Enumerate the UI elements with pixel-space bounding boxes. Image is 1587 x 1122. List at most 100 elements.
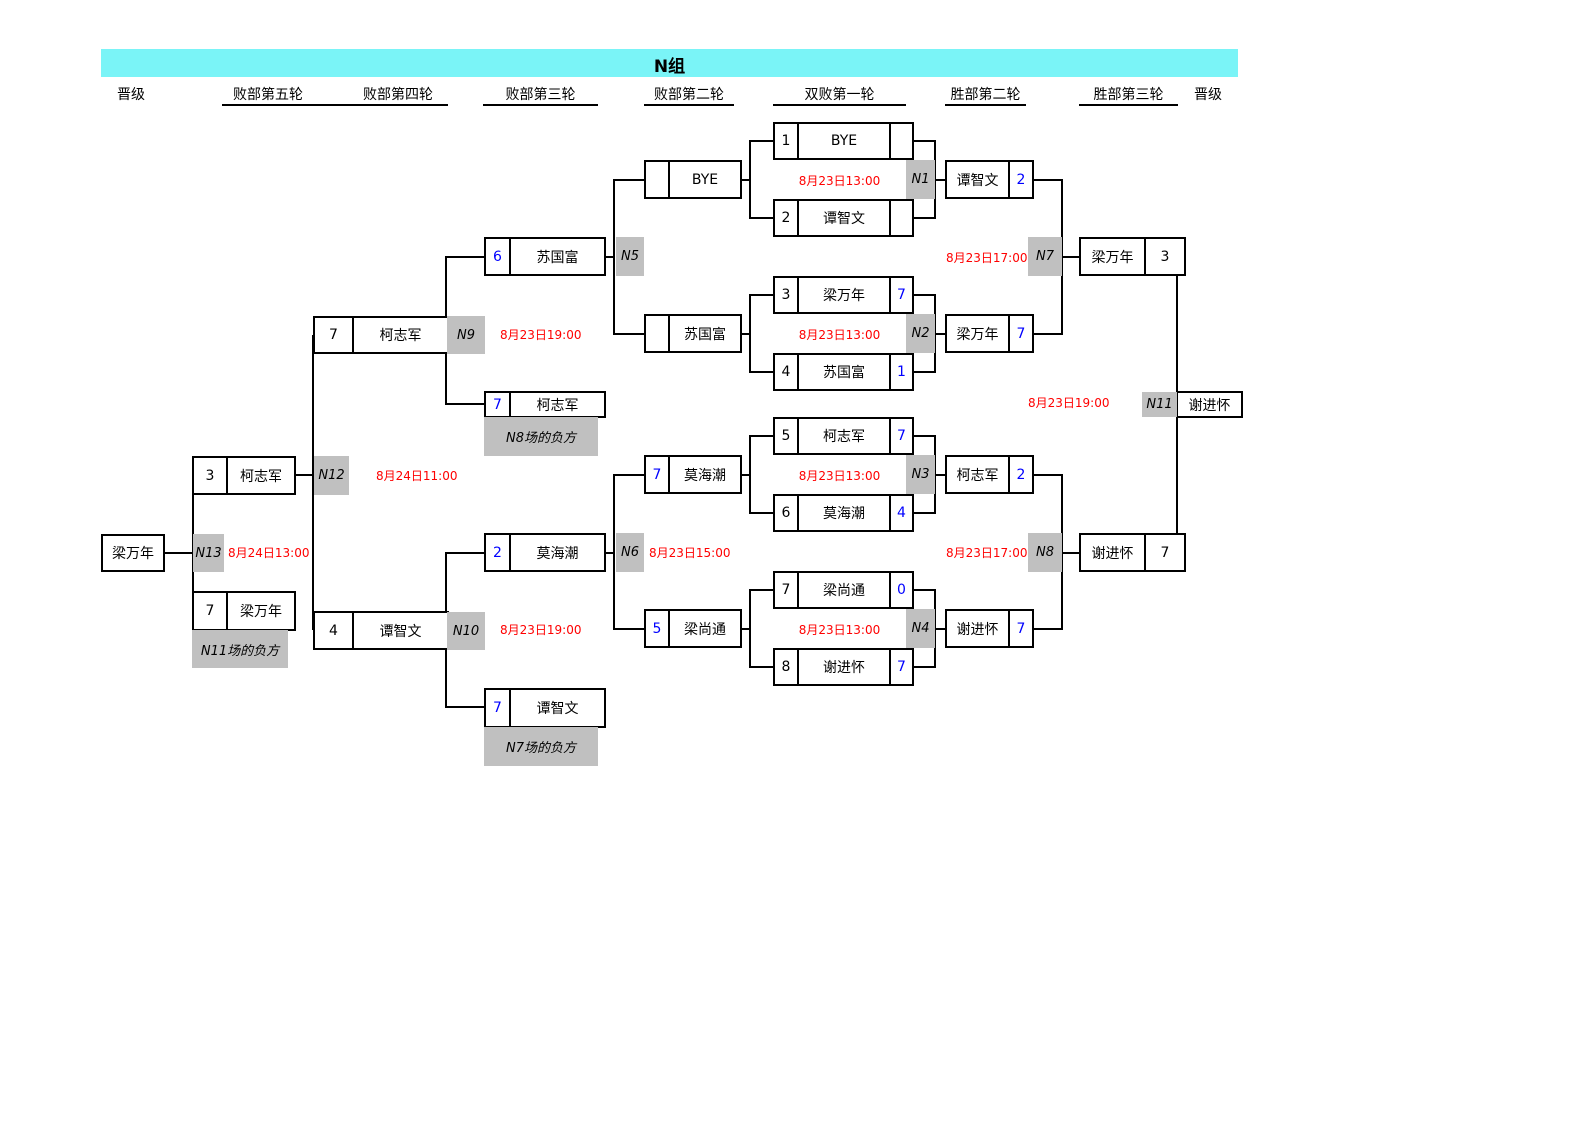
loser-note: N11场的负方 bbox=[192, 630, 288, 668]
slot-name: 莫海潮 bbox=[668, 457, 740, 492]
bracket-slot-d1-2: 2 谭智文 bbox=[773, 199, 914, 237]
slot-seed bbox=[646, 316, 668, 351]
slot-name: 莫海潮 bbox=[797, 496, 889, 530]
match-time-n9: 8月23日19:00 bbox=[500, 328, 582, 342]
match-time-n1: 8月23日13:00 bbox=[798, 174, 881, 188]
slot-name: 柯志军 bbox=[226, 458, 294, 493]
bracket-slot-l2-4: 5 梁尚通 bbox=[644, 609, 742, 648]
slot-name: 谢进怀 bbox=[956, 621, 999, 638]
slot-score: 3 bbox=[1144, 239, 1184, 274]
header-winners-round2: 胜部第二轮 bbox=[945, 84, 1026, 106]
match-label-n6: N6 bbox=[616, 533, 644, 572]
header-winners-round3: 胜部第三轮 bbox=[1079, 84, 1178, 106]
bracket-slot-l5-1: 3 柯志军 bbox=[192, 456, 296, 495]
group-title: N组 bbox=[653, 57, 686, 77]
slot-seed: 3 bbox=[205, 467, 215, 484]
group-title-bar: N组 bbox=[101, 49, 1238, 77]
match-label-n11: N11 bbox=[1142, 392, 1177, 417]
header-double-round1: 双败第一轮 bbox=[773, 84, 906, 106]
slot-name: 苏国富 bbox=[668, 316, 740, 351]
match-label-n13: N13 bbox=[193, 534, 224, 572]
slot-score: 2 bbox=[1008, 457, 1032, 492]
match-label-n2: N2 bbox=[906, 314, 935, 353]
header-losers-r5-r4-underline bbox=[222, 84, 448, 106]
slot-name: 梁万年 bbox=[112, 546, 154, 562]
header-advance-right: 晋级 bbox=[1194, 87, 1222, 103]
match-label-n5: N5 bbox=[616, 237, 644, 276]
slot-score bbox=[889, 124, 912, 158]
connector-line bbox=[749, 435, 773, 514]
match-label-n7: N7 bbox=[1028, 237, 1062, 276]
connector-line bbox=[749, 294, 773, 373]
slot-name: 梁万年 bbox=[956, 326, 999, 343]
slot-name: 柯志军 bbox=[956, 467, 999, 484]
slot-seed: 6 bbox=[493, 248, 502, 265]
slot-seed: 3 bbox=[781, 287, 791, 303]
slot-seed: 7 bbox=[205, 603, 215, 619]
match-label-n3: N3 bbox=[906, 455, 935, 494]
match-time-n7: 8月23日17:00 bbox=[946, 251, 1028, 265]
connector-line bbox=[749, 589, 773, 668]
header-losers-round5: 败部第五轮 bbox=[233, 87, 303, 103]
slot-name: 柯志军 bbox=[797, 419, 889, 453]
bracket-slot-l4-1: 7 柯志军 bbox=[313, 316, 449, 354]
match-label-n12: N12 bbox=[314, 456, 349, 495]
slot-seed: 7 bbox=[329, 327, 338, 343]
slot-seed: 5 bbox=[652, 620, 662, 637]
slot-score: 4 bbox=[889, 496, 912, 530]
slot-name: 谭智文 bbox=[509, 690, 604, 726]
slot-name: 谭智文 bbox=[797, 201, 889, 235]
match-time-n4: 8月23日13:00 bbox=[798, 623, 881, 637]
bracket-slot-w-adv: 谢进怀 bbox=[1176, 391, 1243, 418]
slot-score: 7 bbox=[1008, 316, 1032, 351]
slot-score: 0 bbox=[889, 573, 912, 607]
slot-name: 谭智文 bbox=[352, 613, 447, 648]
slot-seed: 4 bbox=[781, 364, 791, 380]
bracket-slot-w2-3: 柯志军 2 bbox=[945, 455, 1034, 494]
slot-name: 梁尚通 bbox=[797, 573, 889, 607]
match-time-n2: 8月23日13:00 bbox=[798, 328, 881, 342]
header-losers-round2: 败部第二轮 bbox=[644, 84, 734, 106]
bracket-slot-l2-2: 苏国富 bbox=[644, 314, 742, 353]
header-losers-round3: 败部第三轮 bbox=[483, 84, 598, 106]
slot-name: BYE bbox=[668, 162, 740, 197]
header-losers-round4: 败部第四轮 bbox=[363, 87, 433, 103]
match-time-n11: 8月23日19:00 bbox=[1028, 396, 1110, 410]
slot-seed: 2 bbox=[781, 210, 791, 226]
slot-name: 梁万年 bbox=[1091, 249, 1134, 266]
slot-name: BYE bbox=[797, 124, 889, 158]
match-label-n8: N8 bbox=[1028, 533, 1062, 572]
slot-score: 1 bbox=[889, 355, 912, 389]
slot-name: 梁尚通 bbox=[668, 611, 740, 646]
slot-seed: 7 bbox=[652, 466, 662, 483]
slot-name: 谢进怀 bbox=[1091, 545, 1134, 562]
slot-score: 2 bbox=[1008, 162, 1032, 197]
slot-name: 梁万年 bbox=[797, 278, 889, 312]
slot-score bbox=[889, 201, 912, 235]
slot-name: 柯志军 bbox=[352, 318, 447, 352]
slot-seed bbox=[646, 162, 668, 197]
slot-seed: 5 bbox=[781, 428, 791, 444]
slot-score: 7 bbox=[889, 419, 912, 453]
slot-name: 莫海潮 bbox=[509, 535, 604, 570]
bracket-slot-l2-3: 7 莫海潮 bbox=[644, 455, 742, 494]
slot-score: 7 bbox=[889, 650, 912, 684]
match-time-n12: 8月24日11:00 bbox=[376, 469, 458, 483]
bracket-slot-w2-2: 梁万年 7 bbox=[945, 314, 1034, 353]
slot-seed: 1 bbox=[781, 133, 791, 149]
loser-note: N8场的负方 bbox=[484, 417, 598, 456]
match-time-n13: 8月24日13:00 bbox=[228, 546, 310, 560]
bracket-slot-d1-1: 1 BYE bbox=[773, 122, 914, 160]
slot-name: 梁万年 bbox=[226, 593, 294, 629]
slot-name: 谢进怀 bbox=[1188, 397, 1231, 414]
